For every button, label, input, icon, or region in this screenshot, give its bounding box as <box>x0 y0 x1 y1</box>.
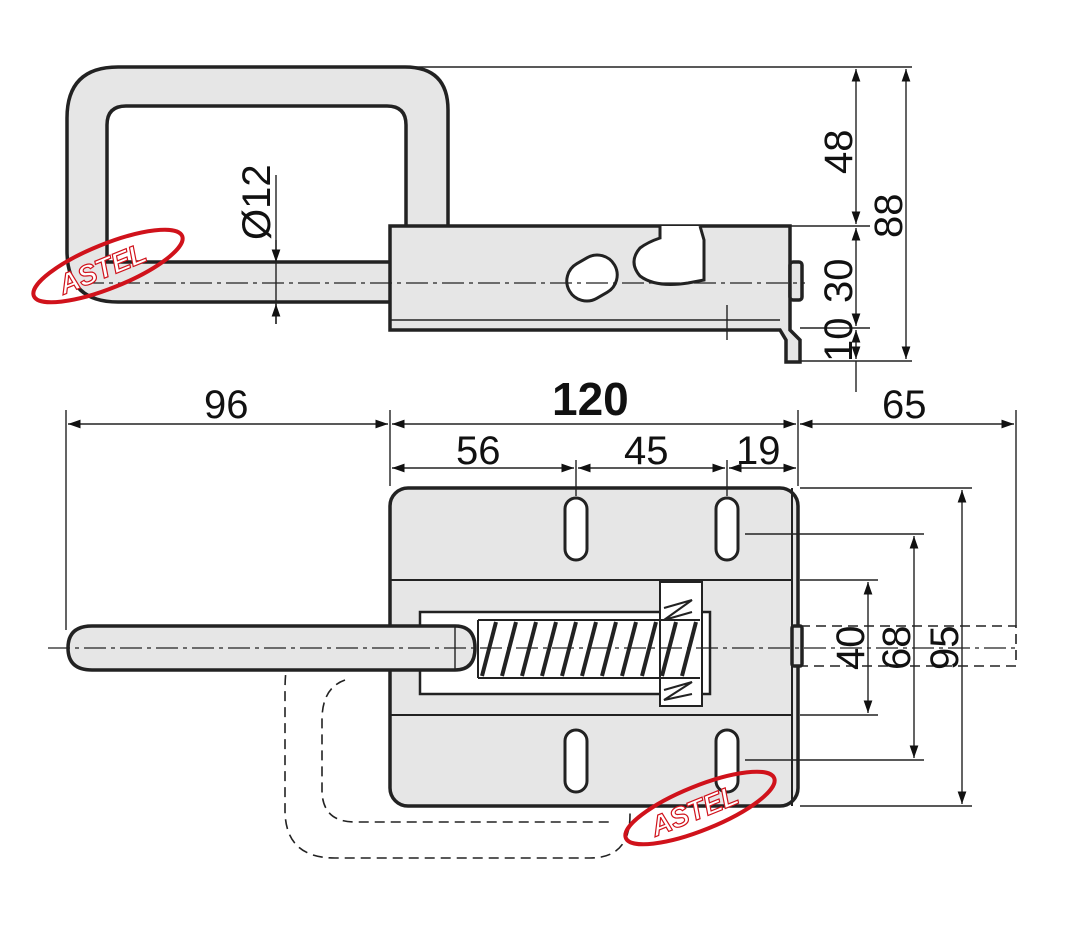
end-cap <box>790 624 804 668</box>
dim-96: 96 <box>204 383 249 427</box>
bolt-cap <box>788 260 804 302</box>
dim-10: 10 <box>817 318 861 363</box>
slot-hole <box>565 253 619 303</box>
dim-40: 40 <box>829 626 873 671</box>
dim-45: 45 <box>624 429 669 473</box>
stop-block <box>659 581 703 707</box>
handle-loop <box>65 65 450 304</box>
dim-88: 88 <box>867 194 911 239</box>
dim-68: 68 <box>875 626 919 671</box>
mount-slot-top-right <box>714 496 740 562</box>
dim-48: 48 <box>817 130 861 175</box>
mount-slot-top-left <box>563 496 589 562</box>
plan-view: 96 120 65 56 45 19 40 68 95 <box>48 373 1020 859</box>
dim-30: 30 <box>817 259 861 304</box>
dim-95: 95 <box>923 626 967 671</box>
dim-120: 120 <box>552 373 629 425</box>
side-view: Ø12 48 30 10 88 <box>65 65 912 392</box>
dim-19: 19 <box>736 429 781 473</box>
spring <box>480 621 698 677</box>
dim-diameter: Ø12 <box>235 164 279 240</box>
mount-slot-bottom-left <box>563 728 589 794</box>
dim-56: 56 <box>456 429 501 473</box>
latch-notch <box>632 225 706 286</box>
dim-65: 65 <box>882 383 927 427</box>
